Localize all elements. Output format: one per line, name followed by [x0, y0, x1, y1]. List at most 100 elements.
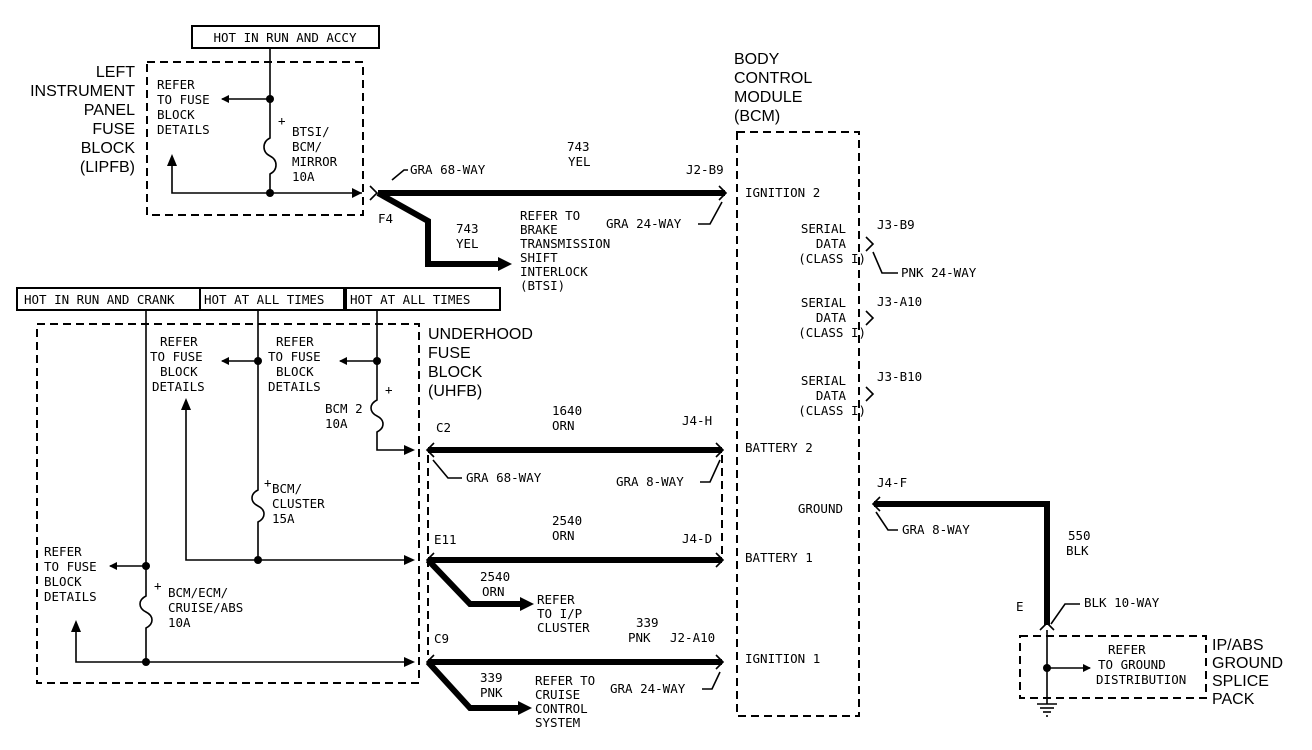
refer-b-line-1: REFER: [276, 334, 314, 349]
j4h-connector-chevron: [715, 442, 725, 458]
wire-743-pin: J2-B9: [686, 162, 724, 177]
gra8-leader-2: [875, 511, 898, 531]
lipfb-name-line-4: FUSE: [92, 121, 135, 138]
refer-a-line-2: TO FUSE: [150, 349, 203, 364]
wire-2540-color: ORN: [552, 528, 575, 543]
bcm-serial2-line-3: (CLASS I): [798, 325, 866, 340]
uhfb-name-line-1: UNDERHOOD: [428, 326, 533, 343]
wire-743-branch: [376, 190, 500, 267]
cruise-fuse-plus: +: [154, 578, 162, 593]
wire-339-branch-circuit: 339: [480, 670, 503, 685]
refer-b-line-4: DETAILS: [268, 379, 321, 394]
lipfb-fuse-line-2: BCM/: [292, 139, 322, 154]
wire-1640-conn-b: GRA 8-WAY: [616, 474, 684, 489]
lipfb-name-line-3: PANEL: [84, 102, 135, 119]
j4f-connector-chevron: [871, 496, 881, 512]
wire-2540-branch-color: ORN: [482, 584, 505, 599]
refer-a-line-4: DETAILS: [152, 379, 205, 394]
e11-arrow: [404, 555, 415, 565]
bcm-serial2-line-1: SERIAL: [801, 295, 846, 310]
lipfb-refer-line-1: REFER: [157, 77, 195, 92]
bcm-serial3-line-1: SERIAL: [801, 373, 846, 388]
power-boxes: HOT IN RUN AND CRANK HOT AT ALL TIMES HO…: [16, 287, 501, 311]
wire-339-branch-arrow: [518, 701, 532, 715]
j3a10-chevron: [865, 310, 875, 326]
wire-1640-conn-a: GRA 68-WAY: [466, 470, 542, 485]
ground-pack-name-line-1: IP/ABS: [1212, 637, 1264, 654]
wire-339-color: PNK: [628, 630, 651, 645]
btsi-dest-line-3: TRANSMISSION: [520, 236, 610, 251]
cruise-dest-line-1: REFER TO: [535, 673, 595, 688]
j3a10-pin: J3-A10: [877, 294, 922, 309]
bcm-ignition2: IGNITION 2: [745, 185, 820, 200]
lipfb-name-line-2: INSTRUMENT: [30, 83, 135, 100]
bcm-serial3-line-3: (CLASS I): [798, 403, 866, 418]
pin-c9: C9: [434, 631, 449, 646]
cluster-fuse-line-3: 15A: [272, 511, 295, 526]
gra24-leader-1: [698, 201, 723, 225]
wire-2540-branch: [425, 557, 522, 607]
ground-section: J4-F GRA 8-WAY 550 BLK E BLK 10-WAY REFE…: [871, 475, 1283, 717]
btsi-dest-line-1: REFER TO: [520, 208, 580, 223]
cluster-dest-line-1: REFER: [537, 592, 575, 607]
bcm2-fuse-line-1: BCM 2: [325, 401, 363, 416]
wire-339-branch: [425, 659, 520, 711]
pnk24-leader: [872, 251, 898, 274]
refer-c-line-3: BLOCK: [44, 574, 82, 589]
uhfb-section: UNDERHOOD FUSE BLOCK (UHFB) REFER TO FUS…: [36, 310, 533, 684]
wire-550-pin-e: E: [1016, 599, 1024, 614]
bcm-battery1: BATTERY 1: [745, 550, 813, 565]
wire-1640-color: ORN: [552, 418, 575, 433]
wire-2540-pin: J4-D: [682, 531, 712, 546]
j3b9-conn: PNK 24-WAY: [901, 265, 977, 280]
bcm2-fuse-symbol: [370, 392, 412, 451]
wire-2540-branch-circuit: 2540: [480, 569, 510, 584]
bcm-serial1-line-3: (CLASS I): [798, 251, 866, 266]
ground-refer-line-1: REFER: [1108, 642, 1146, 657]
wire-339-pin: J2-A10: [670, 630, 715, 645]
wire-550-conn: GRA 8-WAY: [902, 522, 970, 537]
uhfb-boundary: [36, 323, 420, 684]
uhfb-name-line-4: (UHFB): [428, 383, 482, 400]
cluster-fuse-line-2: CLUSTER: [272, 496, 325, 511]
cluster-up-arrow: [181, 398, 191, 410]
refer-c-line-2: TO FUSE: [44, 559, 97, 574]
cruise-dest-line-2: CRUISE: [535, 687, 580, 702]
bcm-name-line-3: MODULE: [734, 89, 802, 106]
ground-refer-line-2: TO GROUND: [1098, 657, 1166, 672]
cluster-dest-line-2: TO I/P: [537, 606, 582, 621]
lipfb-fuse-plus: +: [278, 113, 286, 128]
cluster-fuse-plus: +: [264, 475, 272, 490]
btsi-dest-line-2: BRAKE: [520, 222, 558, 237]
lipfb-fuse-line-1: BTSI/: [292, 124, 330, 139]
ground-pack-boundary: [1019, 635, 1207, 699]
cruise-dest-line-4: SYSTEM: [535, 715, 580, 730]
lipfb-fuse-line-3: MIRROR: [292, 154, 338, 169]
wire-743-branch-circuit: 743: [456, 221, 479, 236]
bcm-serial1-line-1: SERIAL: [801, 221, 846, 236]
c9-arrow: [404, 657, 415, 667]
wire-743-section: GRA 68-WAY 743 YEL J2-B9 743 YEL REFER T…: [369, 139, 728, 293]
wire-339-conn: GRA 24-WAY: [610, 681, 686, 696]
ground-pack-name-line-3: SPLICE: [1212, 673, 1269, 690]
wire-550-circuit: 550: [1068, 528, 1091, 543]
lipfb-section: LEFT INSTRUMENT PANEL FUSE BLOCK (LIPFB)…: [30, 25, 393, 226]
j4d-connector-chevron: [715, 552, 725, 568]
uhfb-name-line-2: FUSE: [428, 345, 471, 362]
pin-c2: C2: [436, 420, 451, 435]
bcm-name-line-2: CONTROL: [734, 70, 812, 87]
j3b9-pin: J3-B9: [877, 217, 915, 232]
bcm-serial2-line-2: DATA: [816, 310, 847, 325]
cluster-dest-line-3: CLUSTER: [537, 620, 590, 635]
wire-339-circuit: 339: [636, 615, 659, 630]
ground-refer-line-3: DISTRIBUTION: [1096, 672, 1186, 687]
lipfb-refer-line-4: DETAILS: [157, 122, 210, 137]
bcm-name-line-4: (BCM): [734, 108, 780, 125]
refer-c-line-1: REFER: [44, 544, 82, 559]
cruise-fuse-line-3: 10A: [168, 615, 191, 630]
wire-2540-branch-arrow: [520, 597, 534, 611]
bcm-serial1-line-2: DATA: [816, 236, 847, 251]
lipfb-up-arrow: [167, 154, 177, 166]
refer-c-line-4: DETAILS: [44, 589, 97, 604]
